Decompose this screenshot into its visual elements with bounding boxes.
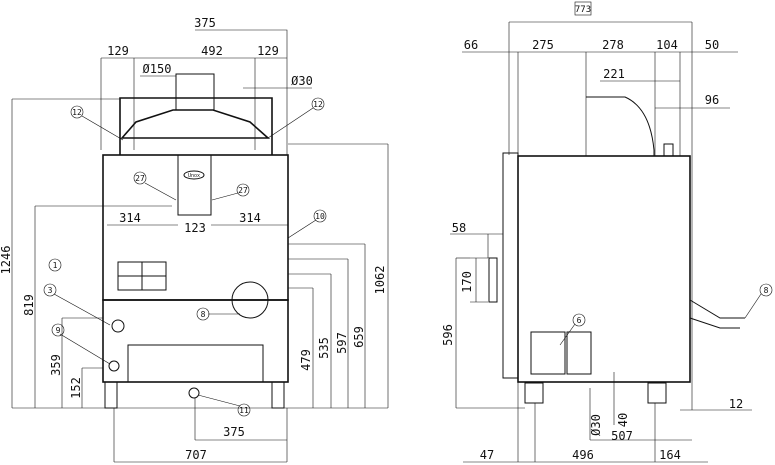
front-lower-body (102, 299, 289, 383)
front-dimensions: 375 129 492 129 Ø150 Ø30 314 123 314 124… (0, 16, 387, 462)
dim-375-top: 375 (194, 16, 216, 30)
dim-359: 359 (49, 354, 63, 376)
dim-123: 123 (184, 221, 206, 235)
dim-597: 597 (335, 332, 349, 354)
dim-314-left: 314 (119, 211, 141, 225)
callout-1: 1 (53, 261, 58, 270)
dim-164: 164 (659, 448, 681, 462)
dim-375-bottom: 375 (223, 425, 245, 439)
side-cable (689, 299, 745, 329)
logo-badge (183, 170, 205, 180)
side-door (502, 152, 519, 379)
dim-278: 278 (602, 38, 624, 52)
side-foot-rear (647, 382, 667, 404)
logo-text: Unox (188, 173, 200, 179)
overall-width-box (574, 1, 592, 16)
callout-11: 11 (239, 406, 249, 415)
dim-492: 492 (201, 44, 223, 58)
dim-221: 221 (603, 67, 625, 81)
front-view: 12 12 27 27 10 1 3 9 8 11 Unox 375 129 4… (0, 16, 389, 463)
foot-left (104, 381, 118, 409)
dim-535: 535 (317, 337, 331, 359)
dim-96: 96 (705, 93, 719, 107)
side-view: 773 6 8 66 275 278 104 50 221 96 58 170 … (441, 1, 773, 463)
callout-6: 6 (577, 316, 582, 325)
dim-d30-side: Ø30 (589, 414, 603, 436)
dim-129-left: 129 (107, 44, 129, 58)
callout-8-side: 8 (764, 286, 769, 295)
dim-129-right: 129 (257, 44, 279, 58)
callout-9: 9 (56, 326, 61, 335)
side-hood (586, 96, 655, 156)
dim-58: 58 (452, 221, 466, 235)
power-cable-coil (231, 281, 269, 319)
dim-1246: 1246 (0, 246, 13, 275)
dim-47: 47 (480, 448, 494, 462)
dim-819: 819 (22, 294, 36, 316)
flue-outlet (175, 73, 215, 111)
side-body (517, 155, 691, 383)
dim-12: 12 (729, 397, 743, 411)
dim-50: 50 (705, 38, 719, 52)
foot-right (271, 381, 285, 409)
control-panel (530, 331, 566, 375)
dim-496: 496 (572, 448, 594, 462)
dim-40: 40 (616, 413, 630, 427)
dim-659: 659 (352, 326, 366, 348)
dim-170: 170 (460, 271, 474, 293)
front-callouts: 12 12 27 27 10 1 3 9 8 11 Unox (43, 97, 327, 417)
callout-27-right: 27 (238, 186, 248, 195)
door-handle (488, 257, 498, 303)
callout-12-right: 12 (313, 100, 323, 109)
front-hood (119, 97, 273, 155)
dim-479: 479 (299, 349, 313, 371)
callout-12-left: 12 (72, 108, 82, 117)
side-foot-front (524, 382, 544, 404)
dim-314-right: 314 (239, 211, 261, 225)
dim-d30: Ø30 (291, 74, 313, 88)
callout-3: 3 (48, 286, 53, 295)
dim-1062: 1062 (373, 266, 387, 295)
dim-152: 152 (69, 377, 83, 399)
callout-27-left: 27 (135, 174, 145, 183)
dim-d150: Ø150 (143, 62, 172, 76)
callout-10: 10 (315, 212, 325, 221)
dim-66: 66 (464, 38, 478, 52)
dim-707: 707 (185, 448, 207, 462)
callout-8: 8 (201, 310, 206, 319)
dim-773: 773 (575, 5, 591, 15)
dim-507: 507 (611, 429, 633, 443)
dim-275: 275 (532, 38, 554, 52)
dim-104: 104 (656, 38, 678, 52)
dim-596: 596 (441, 324, 455, 346)
